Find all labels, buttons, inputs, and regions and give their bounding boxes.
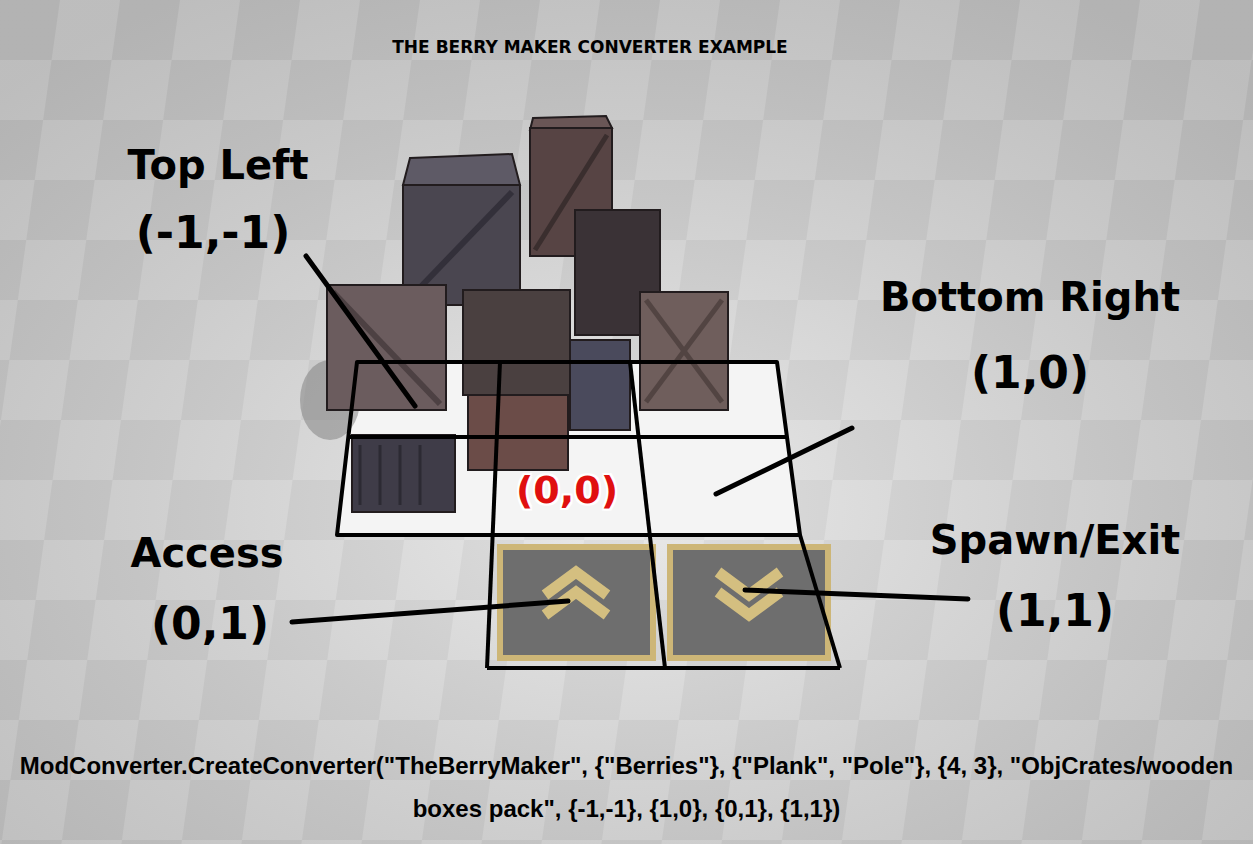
callout-label: Spawn/Exit	[930, 517, 1180, 563]
footprint-grid	[337, 362, 840, 668]
coordinate-label: (1,0)	[971, 347, 1089, 398]
coordinate-label: (0,1)	[151, 598, 269, 649]
coordinate-label: (1,1)	[996, 585, 1114, 636]
leader-lines	[292, 256, 968, 622]
coordinate-label: (-1,-1)	[136, 207, 291, 258]
crates	[327, 116, 728, 512]
callout-label: Bottom Right	[880, 274, 1180, 320]
origin-coordinate: (0,0)	[516, 468, 618, 512]
callout-label: Access	[130, 530, 283, 576]
spawn-pad	[670, 547, 828, 658]
title: THE BERRY MAKER CONVERTER EXAMPLE	[392, 37, 787, 57]
callout-label: Top Left	[127, 142, 308, 188]
code-caption: ModConverter.CreateConverter("TheBerryMa…	[12, 744, 1241, 830]
